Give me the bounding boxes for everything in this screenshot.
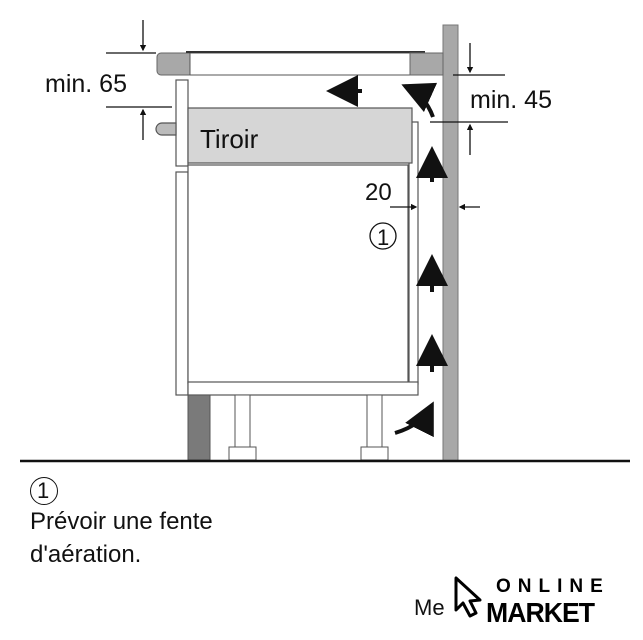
dimension-gap-label: 20 — [365, 179, 392, 206]
note: 1 Prévoir une fente d'aération. — [30, 475, 213, 571]
note-number: 1 — [37, 478, 50, 503]
callout-number: 1 — [377, 225, 389, 250]
drawer-label: Tiroir — [200, 124, 259, 154]
note-line-1: Prévoir une fente — [30, 508, 213, 535]
logo-market: MARKET — [486, 597, 595, 628]
dimension-min-65 — [106, 20, 172, 140]
dimension-min-45-label: min. 45 — [470, 86, 552, 114]
note-line-2: d'aération. — [30, 541, 142, 568]
plinth — [187, 394, 211, 461]
dimension-min-45 — [430, 43, 508, 155]
countertop — [156, 51, 444, 76]
note-number-circle: 1 — [30, 475, 60, 505]
drawer — [187, 107, 413, 164]
cabinet-legs — [228, 394, 389, 461]
wall — [442, 24, 459, 462]
watermark-partial-text: Me — [414, 595, 445, 620]
callout-circle — [369, 222, 397, 250]
cabinet — [155, 79, 419, 396]
airflow-arrows — [326, 75, 448, 438]
logo-online: ONLINE — [496, 576, 610, 597]
dimension-min-65-label: min. 65 — [45, 70, 127, 98]
